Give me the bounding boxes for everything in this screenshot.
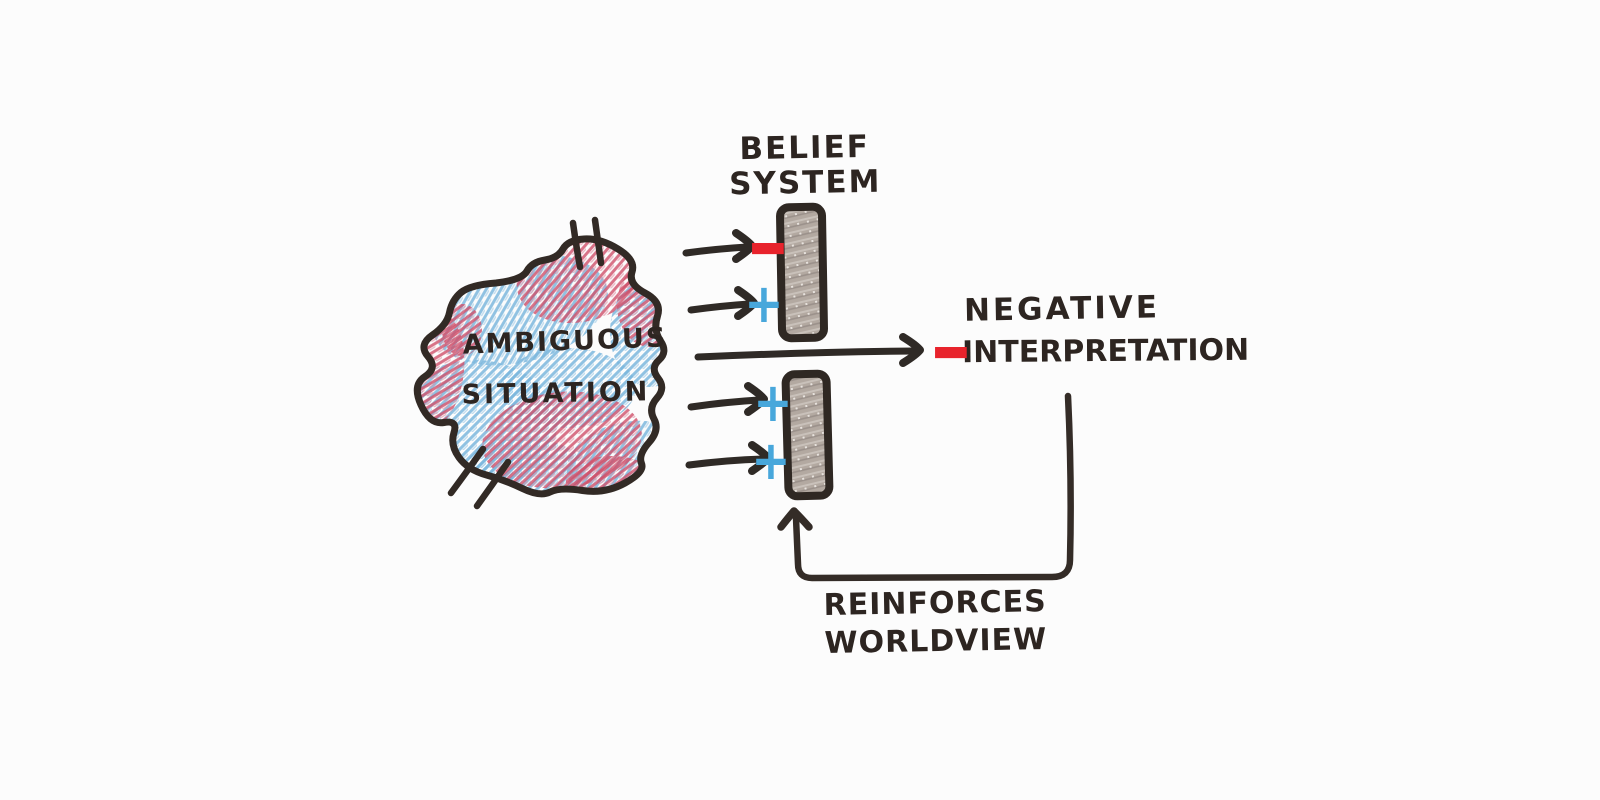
- belief-system-bars: [776, 202, 834, 501]
- negative-interpretation-label-line2: INTERPRETATION: [961, 332, 1250, 371]
- reinforces-worldview-label-line2: WORLDVIEW: [824, 622, 1048, 661]
- negative-interpretation-label-line1: NEGATIVE: [963, 289, 1161, 329]
- hash-marks-bottom: [447, 445, 512, 510]
- plus-sign-lower-arrow: +: [751, 429, 791, 493]
- reinforces-worldview-label: REINFORCES WORLDVIEW: [807, 583, 1063, 663]
- ambiguous-situation-blob-outline: [413, 235, 668, 498]
- belief-system-label: BELIEF SYSTEM: [699, 129, 910, 203]
- minus-sign-top-arrow: −: [746, 188, 790, 302]
- arrow-passed-upper: [687, 286, 758, 320]
- arrow-passed-lower: [685, 441, 772, 475]
- feedback-loop-arrow: [777, 392, 1074, 582]
- arrow-passed-middle: [687, 382, 768, 416]
- ambiguous-situation-label-line2: SITUATION: [461, 376, 651, 411]
- reinforces-worldview-label-line1: REINFORCES: [823, 584, 1047, 623]
- hash-marks-top: [569, 216, 605, 271]
- input-arrows: [682, 229, 924, 475]
- belief-system-label-line2: SYSTEM: [728, 163, 882, 203]
- belief-system-label-line1: BELIEF: [739, 128, 871, 168]
- belief-bar-lower: [781, 369, 834, 501]
- plus-sign-middle-arrow: +: [753, 371, 793, 435]
- plus-sign-upper-arrow: +: [744, 272, 784, 336]
- minus-sign-result-arrow: −: [929, 292, 973, 406]
- arrow-output-through-gap: [694, 333, 924, 367]
- belief-bar-upper: [776, 202, 828, 343]
- arrow-blocked-top: [682, 229, 756, 263]
